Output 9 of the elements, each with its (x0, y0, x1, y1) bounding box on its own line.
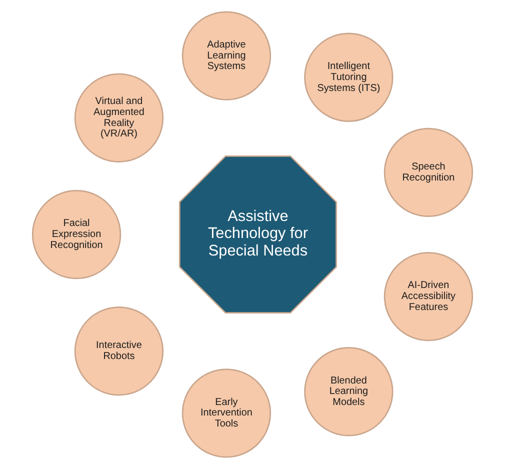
node-circle: Early Intervention Tools (182, 368, 272, 458)
node-circle: Speech Recognition (384, 128, 474, 218)
node-circle: AI-Driven Accessibility Features (384, 252, 474, 342)
node-circle: Facial Expression Recognition (32, 190, 122, 280)
node-circle: Interactive Robots (74, 306, 164, 396)
node-circle: Intelligent Tutoring Systems (ITS) (304, 32, 394, 122)
node-circle: Blended Learning Models (304, 347, 394, 436)
node-circle: Adaptive Learning Systems (182, 11, 272, 100)
node-circle: Virtual and Augmented Reality (VR/AR) (74, 73, 164, 162)
